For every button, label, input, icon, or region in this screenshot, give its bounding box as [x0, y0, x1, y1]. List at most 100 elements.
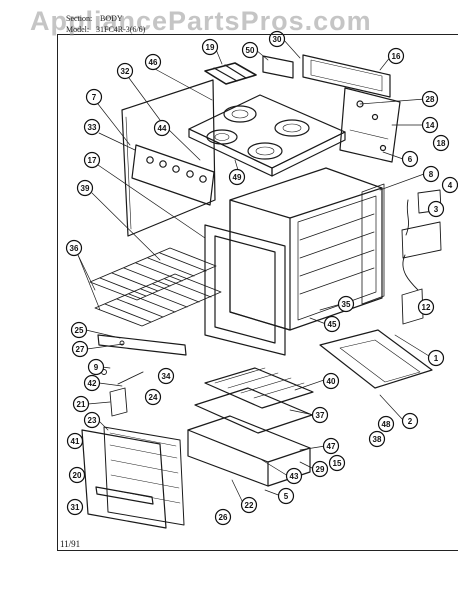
callout-29: 29	[311, 460, 329, 478]
left-side-panel	[121, 79, 216, 237]
callout-44: 44	[153, 119, 171, 137]
callout-circle	[68, 466, 86, 484]
callout-circle	[427, 349, 445, 367]
callout-circle	[85, 88, 103, 106]
callout-18: 18	[432, 134, 450, 152]
cooktop	[188, 94, 346, 177]
callout-circle	[83, 118, 101, 136]
callout-number: 28	[426, 95, 435, 104]
callout-number: 43	[290, 472, 299, 481]
callout-45: 45	[323, 315, 341, 333]
callout-number: 34	[162, 372, 171, 381]
callout-number: 47	[327, 442, 336, 451]
callout-circle	[76, 179, 94, 197]
callout-circle	[70, 321, 88, 339]
callout-number: 50	[246, 46, 255, 55]
callout-20: 20	[68, 466, 86, 484]
callout-27: 27	[71, 340, 89, 358]
callout-23: 23	[83, 411, 101, 429]
callout-number: 2	[408, 417, 413, 426]
callout-number: 46	[149, 58, 158, 67]
callout-number: 4	[448, 181, 453, 190]
callout-41: 41	[66, 432, 84, 450]
front-frame	[204, 224, 286, 356]
callout-number: 16	[392, 52, 401, 61]
callout-number: 27	[76, 345, 85, 354]
callout-circle	[268, 30, 286, 48]
backguard-part	[302, 54, 391, 98]
callout-6: 6	[401, 150, 419, 168]
revision-date: 11/91	[60, 539, 81, 549]
callout-24: 24	[144, 388, 162, 406]
callout-circle	[427, 200, 445, 218]
callout-number: 15	[333, 459, 342, 468]
callout-circle	[71, 340, 89, 358]
callout-17: 17	[83, 151, 101, 169]
callout-circle	[311, 406, 329, 424]
callout-number: 38	[373, 435, 382, 444]
callout-number: 30	[273, 35, 282, 44]
callout-circle	[311, 460, 329, 478]
callout-number: 45	[328, 320, 337, 329]
callout-number: 22	[245, 501, 254, 510]
front-control-panel	[131, 144, 215, 206]
oven-door-outer	[81, 429, 167, 529]
callout-circle	[87, 358, 105, 376]
callout-42: 42	[83, 374, 101, 392]
callout-number: 36	[70, 244, 79, 253]
callout-21: 21	[72, 395, 90, 413]
storage-drawer	[187, 415, 311, 487]
callout-number: 26	[219, 513, 228, 522]
callout-8: 8	[422, 165, 440, 183]
callout-circle	[83, 374, 101, 392]
callout-number: 18	[437, 139, 446, 148]
callout-number: 49	[233, 173, 242, 182]
callout-number: 32	[121, 67, 130, 76]
callout-circle	[401, 150, 419, 168]
callout-circle	[337, 295, 355, 313]
callout-35: 35	[337, 295, 355, 313]
callout-15: 15	[328, 454, 346, 472]
callout-50: 50	[241, 41, 259, 59]
drawer-front	[103, 426, 185, 526]
callout-number: 3	[434, 205, 439, 214]
callout-number: 25	[75, 326, 84, 335]
callout-number: 19	[206, 43, 215, 52]
callout-14: 14	[421, 116, 439, 134]
callout-25: 25	[70, 321, 88, 339]
callout-circle	[72, 395, 90, 413]
section-value: BODY	[100, 14, 123, 23]
callout-circle	[417, 298, 435, 316]
callout-circle	[83, 151, 101, 169]
callout-46: 46	[144, 53, 162, 71]
callout-number: 7	[92, 93, 97, 102]
callout-circle	[201, 38, 219, 56]
callout-number: 14	[426, 121, 435, 130]
part-callouts: 1234567891214151617181920212223242526272…	[65, 30, 458, 526]
callout-1: 1	[427, 349, 445, 367]
callout-48: 48	[377, 415, 395, 433]
callout-36: 36	[65, 239, 83, 257]
callout-circle	[377, 415, 395, 433]
callout-number: 24	[149, 393, 158, 402]
callout-16: 16	[387, 47, 405, 65]
callout-circle	[157, 367, 175, 385]
callout-circle	[66, 432, 84, 450]
callout-number: 20	[73, 471, 82, 480]
callout-circle	[144, 53, 162, 71]
callout-49: 49	[228, 168, 246, 186]
callout-circle	[421, 116, 439, 134]
callout-30: 30	[268, 30, 286, 48]
callout-circle	[277, 487, 295, 505]
callout-number: 8	[429, 170, 434, 179]
callout-2: 2	[401, 412, 419, 430]
callout-circle	[328, 454, 346, 472]
callout-number: 33	[88, 123, 97, 132]
callout-number: 6	[408, 155, 413, 164]
callout-number: 12	[422, 303, 431, 312]
oven-racks	[89, 247, 222, 327]
callout-number: 42	[88, 379, 97, 388]
callout-number: 1	[434, 354, 439, 363]
callout-circle	[422, 165, 440, 183]
callout-number: 9	[94, 363, 99, 372]
